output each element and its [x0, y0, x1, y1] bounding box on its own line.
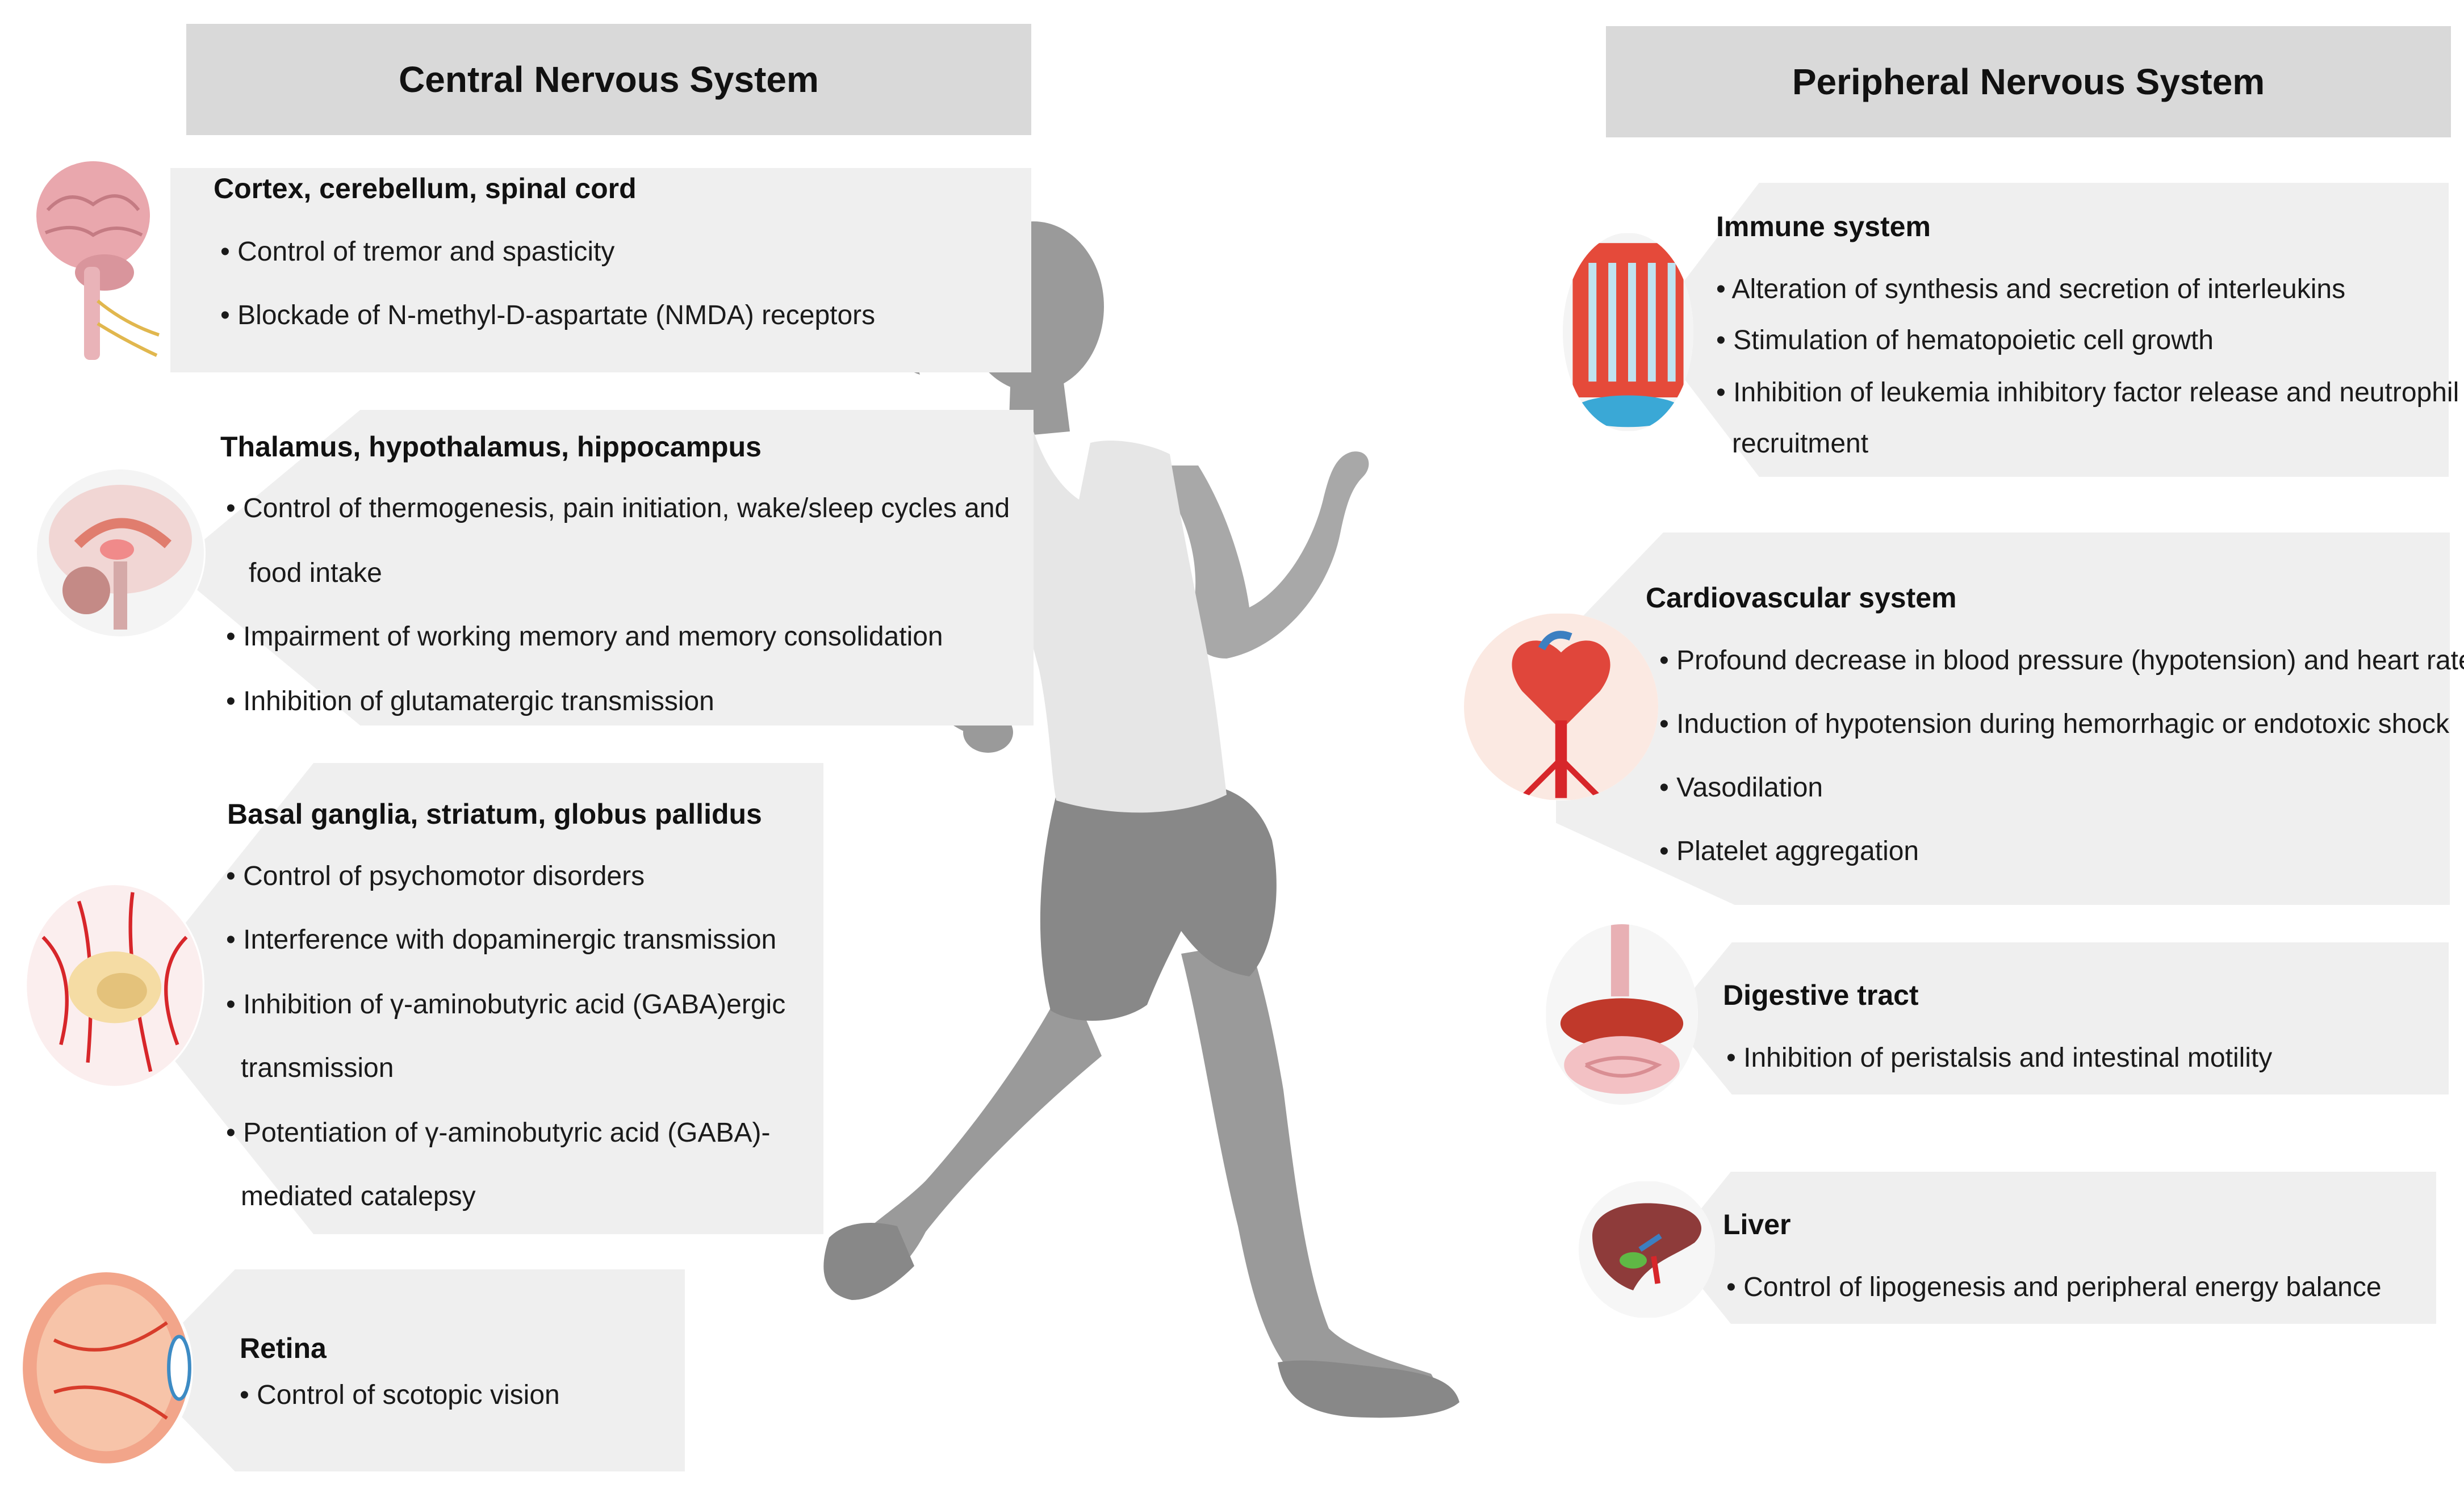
- thalamus-box: [170, 410, 1034, 726]
- liver-title: Liver: [1723, 1209, 1791, 1240]
- digestive-bullet: • Inhibition of peristalsis and intestin…: [1726, 1043, 2273, 1073]
- basal-bullet: • Potentiation of γ-aminobutyric acid (G…: [226, 1118, 771, 1148]
- cardio-bullet: • Vasodilation: [1659, 773, 1823, 803]
- digestive-box: [1670, 942, 2449, 1095]
- cardio-bullet: • Profound decrease in blood pressure (h…: [1659, 645, 2464, 676]
- cardio-box: [1556, 532, 2450, 905]
- pns-header-label: Peripheral Nervous System: [1792, 61, 2265, 102]
- cortex-bullet: • Control of tremor and spasticity: [220, 237, 615, 267]
- basal-bullet: • Control of psychomotor disorders: [226, 861, 645, 891]
- cortex-title: Cortex, cerebellum, spinal cord: [214, 173, 637, 204]
- immune-bullet: • Alteration of synthesis and secretion …: [1716, 274, 2346, 304]
- cortex-box: [170, 168, 1031, 372]
- retina-bullet: • Control of scotopic vision: [240, 1380, 560, 1410]
- heart-icon: [1464, 613, 1658, 800]
- immune-bullet: • Inhibition of leukemia inhibitory fact…: [1716, 378, 2459, 408]
- retina-title: Retina: [240, 1332, 327, 1364]
- digestive-title: Digestive tract: [1723, 979, 1919, 1011]
- basal-title: Basal ganglia, striatum, globus pallidus: [227, 798, 762, 830]
- basal-bullet: mediated catalepsy: [241, 1181, 476, 1211]
- liver-bullet: • Control of lipogenesis and peripheral …: [1726, 1272, 2382, 1302]
- basal-bullet: • Interference with dopaminergic transmi…: [226, 925, 777, 955]
- immune-title: Immune system: [1716, 211, 1931, 242]
- thalamus-bullet: food intake: [249, 558, 382, 588]
- liver-icon: [1579, 1181, 1715, 1318]
- retina-box: [136, 1269, 685, 1471]
- thalamus-bullet: • Impairment of working memory and memor…: [226, 622, 943, 652]
- thalamus-bullet: • Inhibition of glutamatergic transmissi…: [226, 686, 714, 716]
- cns-header: Central Nervous System: [186, 24, 1031, 135]
- bone-marrow-icon: [1563, 233, 1693, 431]
- basal-bullet: • Inhibition of γ-aminobutyric acid (GAB…: [226, 989, 786, 1020]
- cardio-bullet: • Platelet aggregation: [1659, 836, 1919, 866]
- liver-box: [1670, 1172, 2436, 1324]
- cardio-bullet: • Induction of hypotension during hemorr…: [1659, 709, 2449, 739]
- brain-spinal-cord-icon: [23, 153, 170, 363]
- pns-header: Peripheral Nervous System: [1606, 26, 2451, 137]
- brain-sagittal-icon: [35, 468, 206, 638]
- basal-bullet: transmission: [241, 1053, 394, 1083]
- basal-ganglia-icon: [25, 883, 204, 1088]
- thalamus-title: Thalamus, hypothalamus, hippocampus: [220, 431, 762, 463]
- immune-box: [1647, 183, 2449, 477]
- immune-bullet: • Stimulation of hematopoietic cell grow…: [1716, 325, 2214, 355]
- cardio-title: Cardiovascular system: [1646, 582, 1957, 614]
- digestive-tract-icon: [1546, 924, 1698, 1105]
- thalamus-bullet: • Control of thermogenesis, pain initiat…: [226, 493, 1010, 523]
- eye-icon: [19, 1270, 193, 1467]
- cortex-bullet: • Blockade of N-methyl-D-aspartate (NMDA…: [220, 300, 876, 330]
- cns-header-label: Central Nervous System: [399, 59, 819, 100]
- immune-bullet: recruitment: [1732, 429, 1869, 459]
